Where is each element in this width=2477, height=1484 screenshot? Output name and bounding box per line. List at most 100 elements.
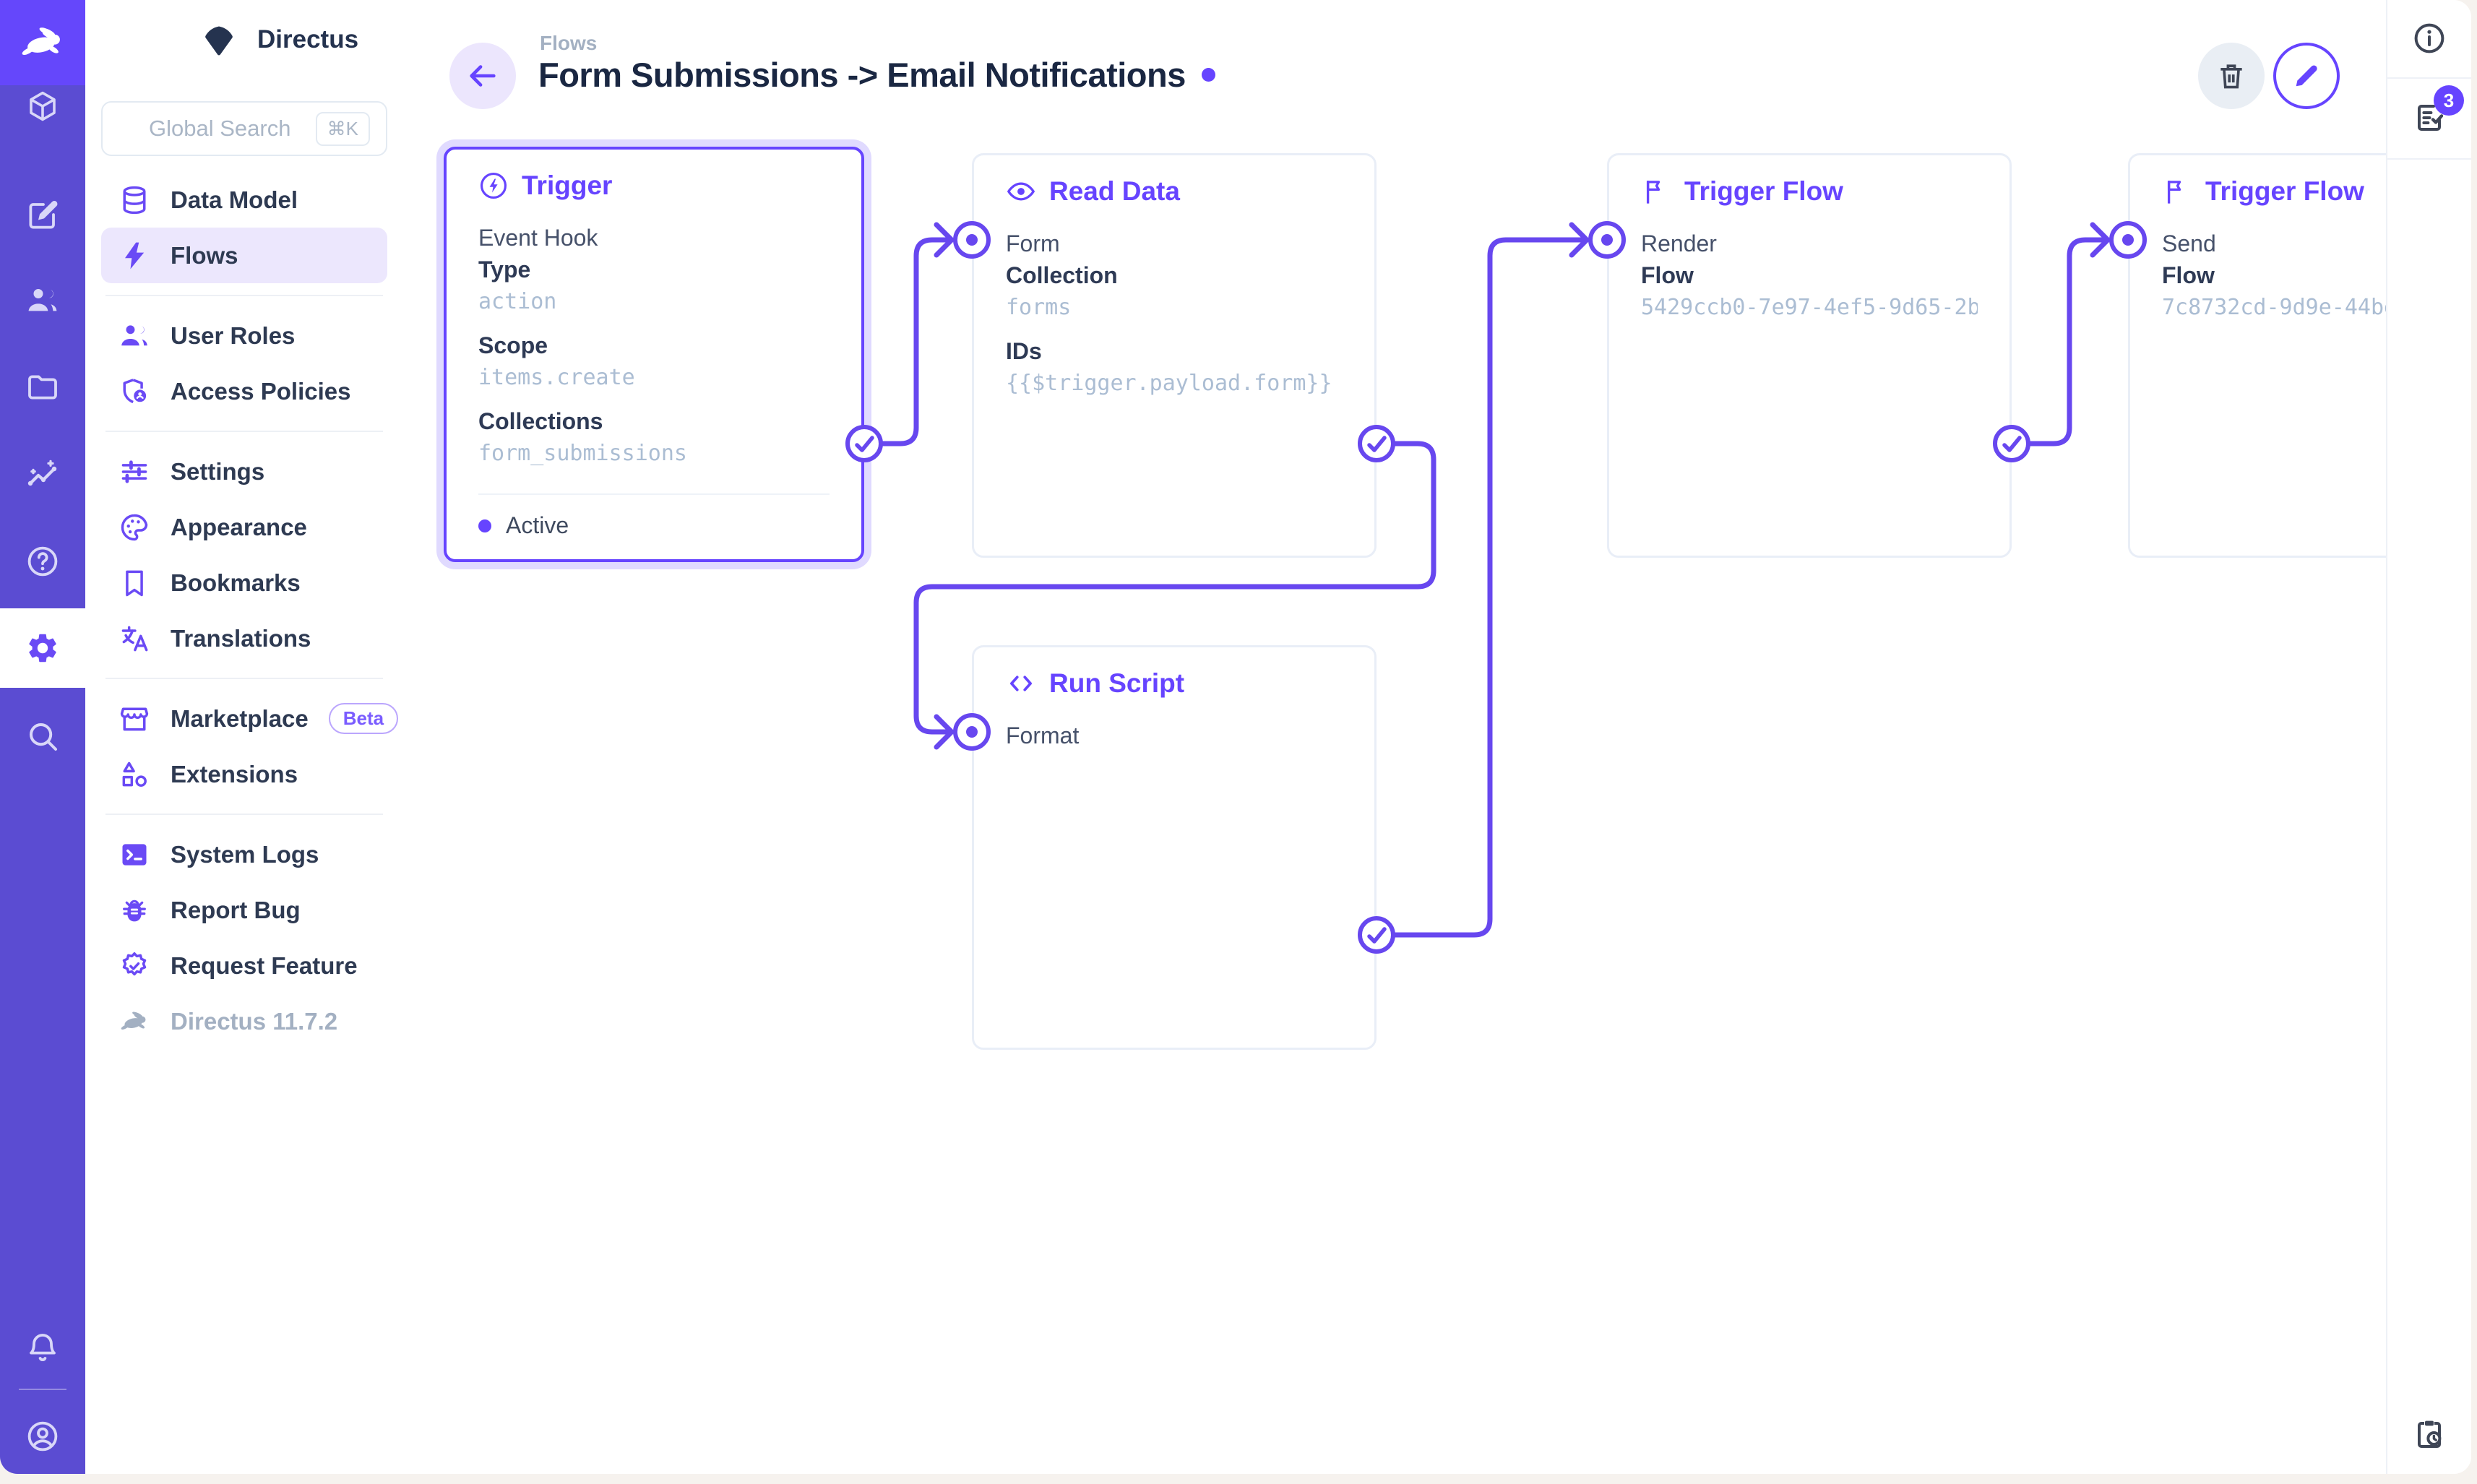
- storefront-icon: [120, 707, 149, 730]
- seal-check-icon: [122, 952, 147, 975]
- wire-arrowhead: [1569, 222, 1590, 258]
- edit-flow-button[interactable]: [2273, 43, 2340, 109]
- notifications-bell-button[interactable]: [0, 1308, 85, 1387]
- sidebar-item-settings[interactable]: Settings: [101, 444, 387, 499]
- input-port-send[interactable]: [2109, 221, 2147, 259]
- flow-panel-trigger-flow-render[interactable]: Trigger Flow Render Flow 5429ccb0-7e97-4…: [1607, 153, 2012, 558]
- module-help-button[interactable]: [0, 522, 85, 601]
- sidebar-item-system-logs[interactable]: System Logs: [101, 827, 387, 882]
- terminal-icon: [122, 843, 147, 866]
- translate-icon: [121, 626, 148, 651]
- global-search-input[interactable]: Global Search ⌘K: [101, 101, 387, 156]
- field-value: forms: [1006, 295, 1072, 320]
- delete-flow-button[interactable]: [2198, 43, 2265, 109]
- help-icon: [27, 546, 58, 577]
- version-label: Directus 11.7.2: [171, 1007, 338, 1035]
- field-value: action: [478, 289, 557, 314]
- pending-revisions-button[interactable]: [2387, 1396, 2471, 1472]
- output-port-render[interactable]: [1993, 425, 2030, 462]
- arrow-left-icon: [470, 65, 496, 87]
- users-icon: [121, 324, 147, 345]
- module-users-button[interactable]: [0, 261, 85, 340]
- flag-icon: [1646, 181, 1660, 204]
- input-port-render[interactable]: [1588, 221, 1626, 259]
- avatar-icon: [27, 1421, 58, 1451]
- status-dot: [478, 519, 491, 532]
- input-port-read-data[interactable]: [953, 221, 991, 259]
- output-port-run-script[interactable]: [1358, 916, 1395, 954]
- field-label: Collections: [478, 408, 603, 434]
- wire-arrowhead: [934, 222, 955, 258]
- info-icon: [2414, 23, 2444, 53]
- panel-subtitle: Send: [2162, 230, 2216, 256]
- module-rail: [0, 0, 85, 1474]
- folder-icon: [28, 375, 57, 400]
- project-fan-icon: [205, 26, 233, 56]
- sidebar-item-request-feature[interactable]: Request Feature: [101, 938, 387, 993]
- sidebar-item-access-policies[interactable]: Access Policies: [101, 363, 387, 419]
- field-label: Type: [478, 256, 531, 282]
- right-sidebar: 3: [2386, 0, 2471, 1474]
- info-button[interactable]: [2387, 0, 2471, 77]
- sidebar-item-report-bug[interactable]: Report Bug: [101, 882, 387, 938]
- tune-icon: [121, 460, 147, 483]
- field-value: {{$trigger.payload.form}}: [1006, 371, 1332, 396]
- panel-subtitle: Format: [1006, 722, 1080, 749]
- nav-divider: [105, 814, 383, 815]
- input-port-run-script[interactable]: [953, 713, 991, 751]
- release-notes-icon: [2418, 105, 2444, 131]
- module-files-button[interactable]: [0, 348, 85, 427]
- clipboard-clock-icon: [2418, 1420, 2442, 1448]
- version-row: Directus 11.7.2: [101, 993, 387, 1049]
- wire-trigger-to-read-data: [878, 237, 951, 447]
- user-avatar-button[interactable]: [0, 1397, 85, 1474]
- sidebar-item-data-model[interactable]: Data Model: [101, 172, 387, 228]
- sidebar-item-bookmarks[interactable]: Bookmarks: [101, 555, 387, 611]
- output-port-trigger[interactable]: [845, 425, 883, 462]
- search-icon: [30, 723, 57, 751]
- logs-panel-button[interactable]: [2387, 79, 2471, 156]
- panel-subtitle: Render: [1641, 230, 1717, 256]
- field-value: 5429ccb0-7e97-4ef5-9d65-2b…: [1641, 295, 1978, 320]
- rabbit-version-icon: [121, 1011, 146, 1030]
- sidebar-item-label: Report Bug: [171, 896, 301, 923]
- flow-panel-run-script[interactable]: Run Script Format: [972, 645, 1377, 1050]
- module-settings-button[interactable]: [0, 608, 85, 688]
- sidebar-item-marketplace[interactable]: Marketplace Beta: [101, 691, 399, 746]
- module-insights-button[interactable]: [0, 434, 85, 514]
- project-header[interactable]: Directus: [199, 20, 358, 59]
- shield-user-icon: [123, 378, 147, 403]
- database-icon: [123, 186, 146, 214]
- back-button[interactable]: [449, 43, 516, 109]
- rabbit-logo-icon: [22, 27, 60, 55]
- wire-arrowhead: [934, 714, 955, 750]
- beta-badge: Beta: [328, 703, 399, 734]
- module-content-button[interactable]: [0, 66, 85, 146]
- shapes-icon: [122, 762, 147, 787]
- panel-subtitle: Event Hook: [478, 225, 598, 251]
- sidebar-item-appearance[interactable]: Appearance: [101, 499, 387, 555]
- bolt-icon: [124, 242, 145, 269]
- notification-count-badge: 3: [2434, 85, 2464, 116]
- directus-logo[interactable]: [0, 0, 85, 85]
- output-port-read-data[interactable]: [1358, 425, 1395, 462]
- eye-icon: [1007, 182, 1035, 201]
- wire-render-to-send: [2025, 237, 2107, 447]
- panel-title: Trigger: [522, 171, 613, 200]
- sidebar-item-user-roles[interactable]: User Roles: [101, 308, 387, 363]
- sidebar-item-flows[interactable]: Flows: [101, 228, 387, 283]
- flow-panel-read-data[interactable]: Read Data Form Collection forms IDs {{$t…: [972, 153, 1377, 558]
- flow-panel-trigger[interactable]: Trigger Event Hook Type action Scope ite…: [444, 147, 864, 562]
- module-search-button[interactable]: [0, 696, 85, 776]
- panel-title-row: Run Script: [1006, 666, 1343, 701]
- module-editor-button[interactable]: [0, 176, 85, 255]
- status-label: Active: [506, 512, 569, 538]
- sidebar-item-translations[interactable]: Translations: [101, 611, 387, 666]
- bug-icon: [123, 900, 146, 921]
- sidebar-item-extensions[interactable]: Extensions: [101, 746, 387, 802]
- breadcrumb[interactable]: Flows: [540, 32, 598, 54]
- code-icon: [1010, 676, 1032, 691]
- panel-title: Trigger Flow: [2205, 176, 2364, 206]
